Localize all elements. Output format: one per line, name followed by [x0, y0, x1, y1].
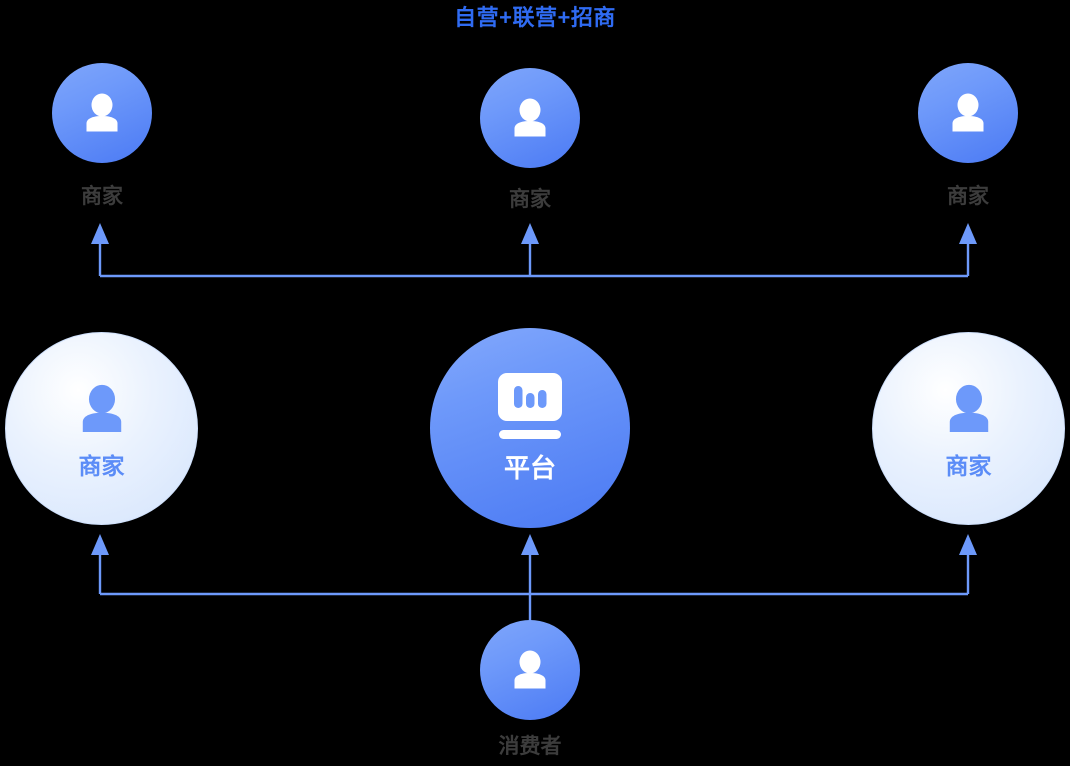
node-side-merchant-left-label: 商家: [78, 452, 125, 479]
node-side-merchant-right-label: 商家: [945, 452, 992, 479]
page-title: 自营+联营+招商: [454, 5, 616, 30]
node-top-merchant-left-label: 商家: [81, 185, 123, 208]
arrow-head-bottom-right: [959, 534, 977, 555]
arrow-head-top-center: [521, 223, 539, 244]
node-top-merchant-right-label: 商家: [947, 185, 989, 208]
node-side-merchant-left[interactable]: 商家: [5, 332, 198, 525]
arrow-head-bottom-left: [91, 534, 109, 555]
node-consumer[interactable]: [480, 620, 580, 720]
person-icon: [86, 93, 118, 132]
person-icon: [514, 650, 546, 689]
connector-consumer-to-nodes: [91, 534, 977, 621]
node-platform-label: 平台: [503, 453, 556, 483]
node-top-merchant-left[interactable]: [52, 63, 152, 163]
node-side-merchant-right[interactable]: 商家: [872, 332, 1065, 525]
connector-merchants-to-top-row: [91, 223, 977, 278]
node-top-merchant-right[interactable]: [918, 63, 1018, 163]
person-icon: [949, 384, 988, 432]
person-icon: [82, 384, 121, 432]
node-consumer-label: 消费者: [498, 735, 562, 758]
arrow-head-top-left: [91, 223, 109, 244]
node-top-merchant-center-label: 商家: [509, 188, 551, 211]
person-icon: [952, 93, 984, 132]
arrow-head-top-right: [959, 223, 977, 244]
person-icon: [514, 98, 546, 137]
node-top-merchant-center[interactable]: [480, 68, 580, 168]
platform-monitor-icon: [498, 373, 562, 439]
node-platform[interactable]: 平台: [430, 328, 630, 528]
arrow-head-bottom-center: [521, 534, 539, 555]
